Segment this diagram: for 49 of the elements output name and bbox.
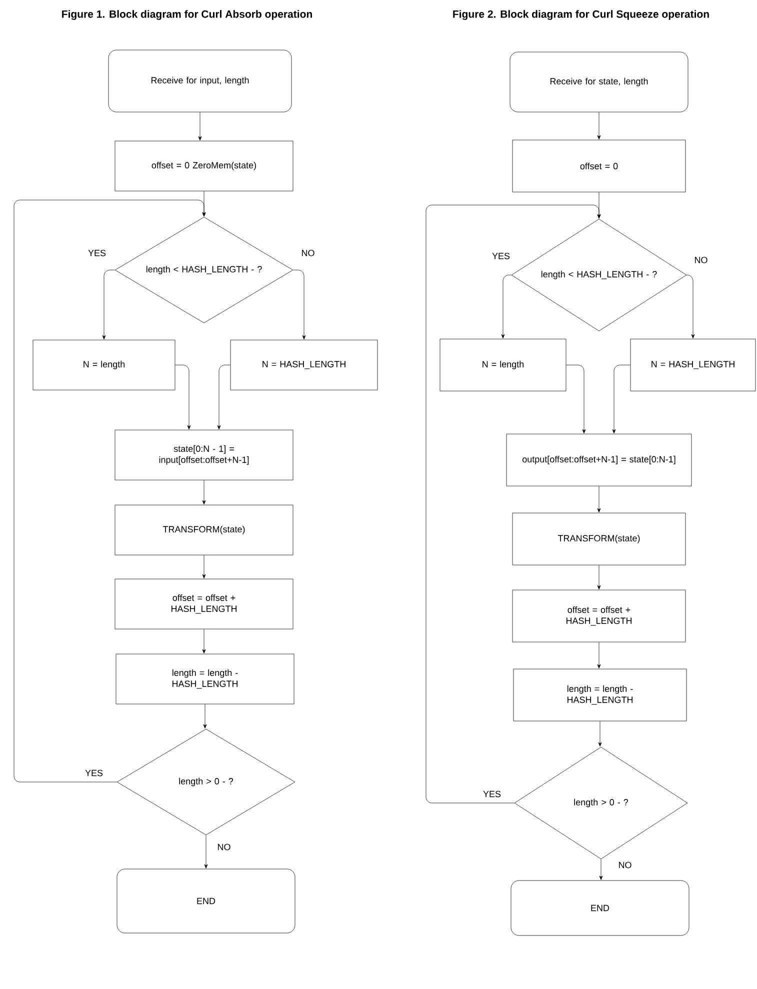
process-box: offset = 0 xyxy=(512,140,686,192)
arrow xyxy=(202,555,206,578)
process-box: offset = 0 ZeroMem(state) xyxy=(114,140,294,192)
arrow xyxy=(597,112,601,140)
arrow xyxy=(426,204,601,804)
process-box: output[offset:offset+N-1] = state[0:N-1] xyxy=(506,434,692,486)
process-box: TRANSFORM(state) xyxy=(114,504,294,556)
figure-title: Figure 1. Block diagram for Curl Absorb operation xyxy=(62,10,312,20)
edge-label: YES xyxy=(482,790,502,798)
arrow xyxy=(597,486,601,512)
process-box: N = length xyxy=(440,338,566,392)
arrow xyxy=(102,270,115,340)
arrow xyxy=(175,364,191,430)
arrow xyxy=(203,704,207,728)
figure-title: Figure 2. Block diagram for Curl Squeeze operation xyxy=(453,10,709,20)
process-box: TRANSFORM(state) xyxy=(512,512,686,566)
arrow xyxy=(293,270,306,340)
process-box: state[0:N - 1] = input[offset:offset+N-1] xyxy=(114,430,294,480)
process-box: length = length - HASH_LENGTH xyxy=(116,654,294,704)
process-box: offset = offset + HASH_LENGTH xyxy=(114,578,294,630)
edge-label: NO xyxy=(617,860,633,870)
arrow xyxy=(597,642,601,668)
arrow xyxy=(217,364,230,430)
arrow xyxy=(566,364,586,434)
process-box: N = length xyxy=(32,340,176,390)
edge-label: YES xyxy=(87,248,107,258)
process-box: offset = offset + HASH_LENGTH xyxy=(512,590,686,642)
arrow xyxy=(612,364,630,434)
arrow xyxy=(198,112,202,140)
arrow xyxy=(597,565,601,590)
arrow xyxy=(202,629,206,654)
process-box: N = HASH_LENGTH xyxy=(230,340,378,390)
arrow xyxy=(202,480,206,504)
arrow xyxy=(686,274,695,338)
arrow xyxy=(14,200,206,782)
terminal-box: END xyxy=(510,880,690,936)
arrow xyxy=(598,721,602,746)
process-box: N = HASH_LENGTH xyxy=(630,338,756,392)
arrow xyxy=(204,835,208,868)
edge-label: YES xyxy=(84,768,104,778)
terminal-box: END xyxy=(116,868,296,934)
edge-label: NO xyxy=(693,256,709,264)
edge-label: YES xyxy=(491,252,511,260)
edge-label: NO xyxy=(216,842,232,852)
terminal-box: Receive for state, length xyxy=(510,52,688,112)
process-box: length = length - HASH_LENGTH xyxy=(513,668,687,722)
arrow xyxy=(599,859,603,880)
edge-label: NO xyxy=(300,248,316,258)
terminal-box: Receive for input, length xyxy=(108,50,292,112)
